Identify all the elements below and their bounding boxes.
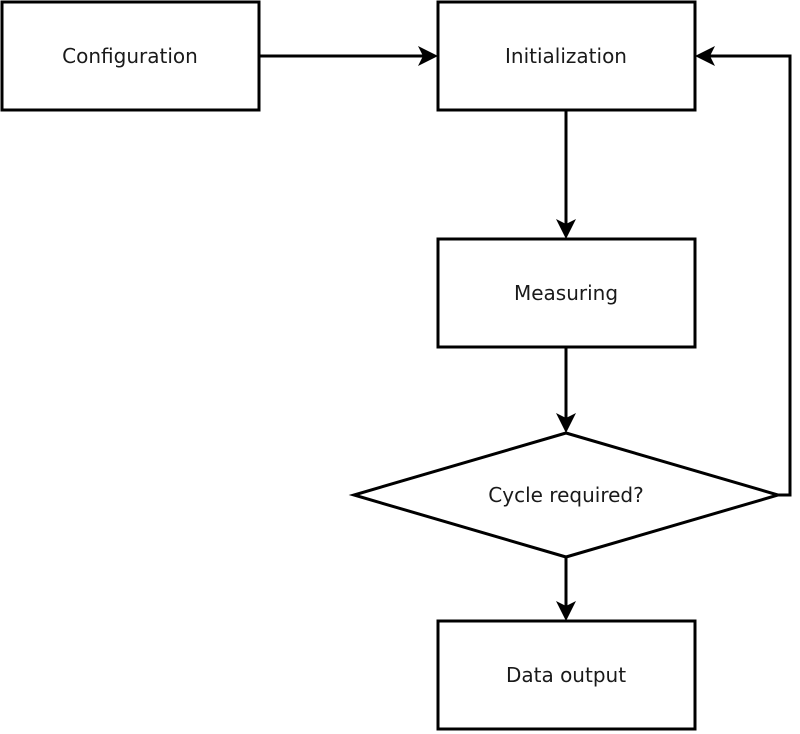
node-measuring[interactable]: Measuring	[436, 237, 697, 349]
node-label-data-output: Data output	[506, 663, 626, 687]
node-configuration[interactable]: Configuration	[0, 0, 261, 112]
edge-cycle-required-to-initialization	[695, 46, 792, 497]
edge-line-feedback-loop	[701, 54, 792, 497]
arrow-head-right	[418, 46, 438, 66]
arrow-head-down	[556, 601, 576, 621]
edge-measuring-to-cycle-required	[556, 347, 576, 433]
node-rectangle[interactable]	[436, 0, 697, 112]
node-label-configuration: Configuration	[62, 44, 198, 68]
node-cycle-required[interactable]: Cycle required?	[348, 431, 784, 559]
arrow-head-down	[556, 219, 576, 239]
node-label-measuring: Measuring	[514, 281, 618, 305]
edge-cycle-required-to-data-output	[556, 557, 576, 621]
node-label-initialization: Initialization	[505, 44, 627, 68]
node-rectangle[interactable]	[436, 619, 697, 731]
edge-configuration-to-initialization	[259, 46, 438, 66]
node-rectangle[interactable]	[436, 237, 697, 349]
node-data-output[interactable]: Data output	[436, 619, 697, 731]
node-diamond[interactable]	[348, 431, 784, 559]
node-rectangle[interactable]	[0, 0, 261, 112]
edge-initialization-to-measuring	[556, 110, 576, 239]
node-initialization[interactable]: Initialization	[436, 0, 697, 112]
arrow-head-down	[556, 413, 576, 433]
arrow-head-left	[695, 46, 715, 66]
node-label-cycle-required: Cycle required?	[488, 483, 643, 507]
